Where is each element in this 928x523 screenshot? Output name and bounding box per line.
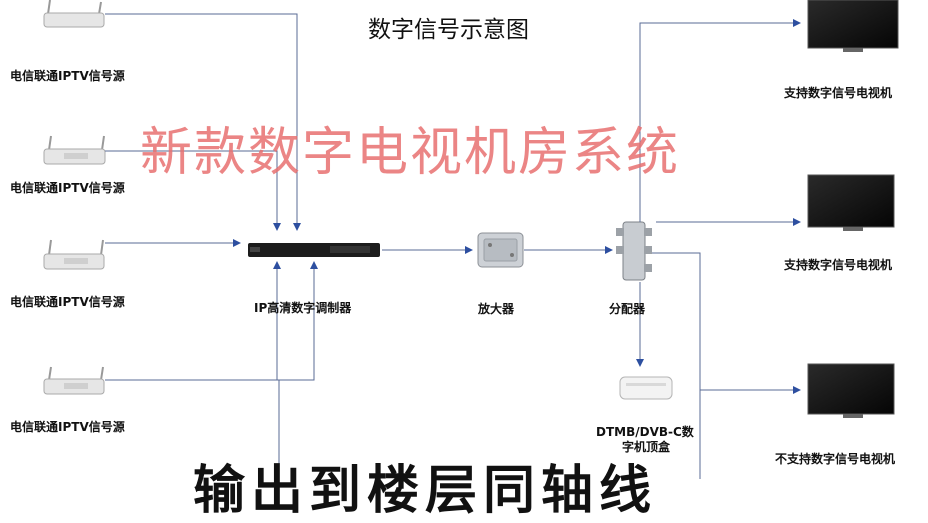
router-icon-3 — [43, 239, 105, 270]
source-connectors — [105, 13, 318, 479]
router-icon-4 — [43, 366, 105, 395]
splitter-icon — [616, 221, 652, 281]
tv-label-2: 支持数字信号电视机 — [784, 258, 893, 272]
modulator-label: IP高清数字调制器 — [254, 301, 352, 315]
splitter-connectors — [636, 19, 801, 479]
tv-icon-2 — [807, 174, 895, 231]
tv-label-1: 支持数字信号电视机 — [784, 86, 893, 100]
overlay-red-caption: 新款数字电视机房系统 — [140, 123, 681, 183]
tv-icon-3 — [807, 363, 895, 418]
splitter-label: 分配器 — [609, 302, 646, 316]
source-label-4: 电信联通IPTV信号源 — [10, 420, 125, 434]
settop-box-icon — [619, 376, 673, 400]
source-label-1: 电信联通IPTV信号源 — [10, 69, 125, 83]
settop-label-line1: DTMB/DVB-C数 — [596, 425, 694, 439]
router-icon-1 — [43, 0, 105, 28]
diagram-title: 数字信号示意图 — [368, 17, 529, 43]
source-label-2: 电信联通IPTV信号源 — [10, 181, 125, 195]
overlay-bottom-caption: 输出到楼层同轴线 — [193, 461, 658, 521]
router-icon-2 — [43, 135, 106, 165]
source-label-3: 电信联通IPTV信号源 — [10, 295, 125, 309]
tv-label-3: 不支持数字信号电视机 — [775, 452, 896, 466]
settop-label-line2: 字机顶盒 — [622, 440, 671, 454]
signal-diagram — [43, 0, 899, 479]
tv-icon-1 — [807, 0, 899, 52]
modulator-icon — [248, 243, 380, 257]
amplifier-label: 放大器 — [478, 302, 515, 316]
amplifier-icon — [477, 232, 524, 268]
